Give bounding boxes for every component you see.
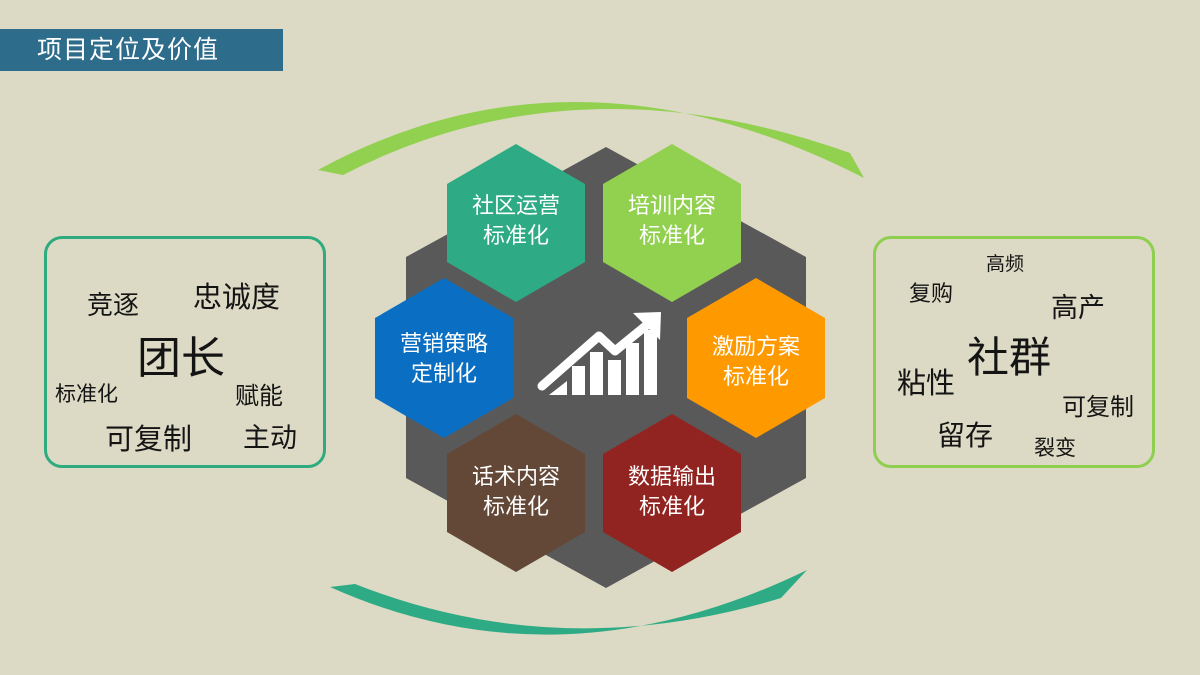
word-repurchase: 复购 [909,282,954,307]
growth-chart-icon [537,312,661,395]
word-retention: 留存 [937,419,994,452]
word-replicable: 可复制 [1062,393,1134,421]
hex-script-label: 话术内容 标准化 [471,465,560,520]
community-word-cloud: 高频 复购 高产 社群 粘性 可复制 留存 裂变 [873,236,1155,468]
hex-script [447,414,585,572]
hex-data-label: 数据输出 标准化 [627,465,716,520]
main-word-team-leader: 团长 [137,333,225,384]
hex-training [603,144,741,302]
word-empower: 赋能 [235,382,283,410]
hex-incentive [687,278,825,438]
hex-community-label: 社区运营 标准化 [471,194,560,249]
top-arc [318,101,864,178]
word-replicable: 可复制 [105,422,193,456]
main-word-community: 社群 [967,333,1052,382]
hex-training-label: 培训内容 标准化 [627,194,716,249]
hex-marketing-label: 营销策略 定制化 [399,332,488,387]
hex-community [447,144,585,302]
word-compete: 竞逐 [87,291,140,321]
hex-data [603,414,741,572]
bottom-arc [330,570,807,635]
word-proactive: 主动 [243,423,297,454]
hex-marketing [375,278,513,438]
word-fission: 裂变 [1034,436,1076,460]
page-title: 项目定位及价值 [0,29,283,71]
word-high-frequency: 高频 [986,253,1025,275]
team-leader-word-cloud: 竞逐 忠诚度 团长 标准化 赋能 可复制 主动 [44,236,326,468]
word-standardize: 标准化 [55,382,118,406]
hex-incentive-label: 激励方案 标准化 [711,335,800,390]
word-stickiness: 粘性 [897,366,956,400]
word-loyalty: 忠诚度 [193,280,281,314]
word-high-output: 高产 [1051,293,1105,324]
